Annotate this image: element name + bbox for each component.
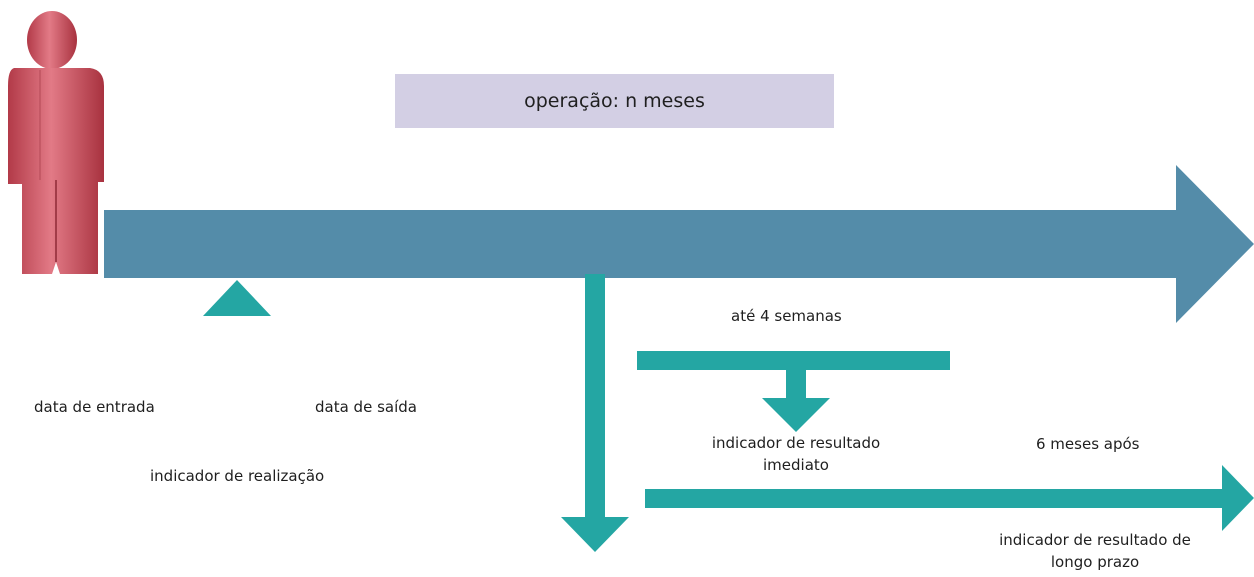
long-term-line2: longo prazo [1050,553,1140,571]
operation-label: operação: n meses [524,90,705,112]
six-months-label: 6 meses após [1036,435,1140,453]
exit-down-arrow [561,274,629,552]
six-months-arrow [645,465,1254,531]
four-weeks-label: até 4 semanas [731,307,842,325]
person-figure-icon [8,11,104,274]
realization-indicator-label: indicador de realização [150,467,325,485]
immediate-result-line2: imediato [763,456,829,474]
long-term-line1: indicador de resultado de [999,531,1191,549]
main-timeline-arrow [104,165,1254,323]
realization-triangle [203,280,271,316]
immediate-result-line1: indicador de resultado [711,434,881,452]
long-term-result-label: indicador de resultado de longo prazo [975,529,1215,573]
immediate-result-label: indicador de resultado imediato [686,432,906,476]
entry-date-label: data de entrada [34,398,155,416]
exit-date-label: data de saída [315,398,417,416]
operation-duration-box: operação: n meses [395,74,834,128]
four-weeks-bar [637,351,950,432]
